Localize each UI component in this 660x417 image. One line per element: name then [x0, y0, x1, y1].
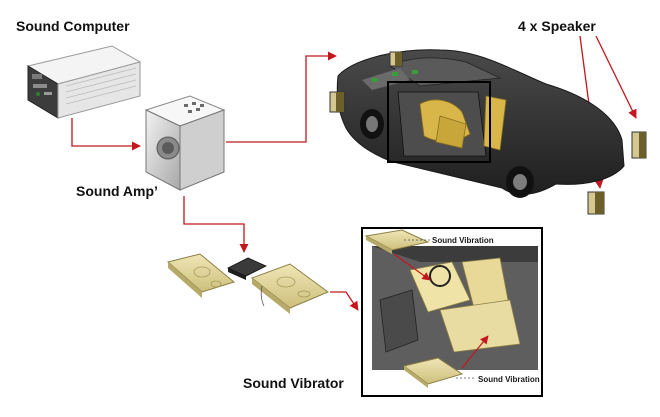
- sound-vibration-callout-bottom: Sound Vibration: [478, 375, 540, 384]
- sound-vibrator-label: Sound Vibrator: [243, 375, 344, 391]
- vibrator-pad-right: [250, 263, 330, 314]
- speaker-front-bottom: [587, 191, 605, 215]
- arrow-vibrator-to-inset: [330, 291, 359, 311]
- speaker-front-top: [389, 51, 403, 67]
- sound-amp-device: [144, 95, 226, 191]
- arrow-amp-to-car: [226, 51, 337, 143]
- arrow-computer-to-amp: [71, 118, 141, 151]
- vibrator-pad-left: [166, 253, 236, 298]
- car-illustration: [336, 49, 625, 198]
- sound-vibrator-pads: [166, 253, 330, 314]
- arrow-amp-to-vibrator: [183, 196, 249, 253]
- speakers: [329, 51, 647, 215]
- sound-vibration-callout-top: Sound Vibration: [432, 236, 494, 245]
- sound-computer-label: Sound Computer: [16, 18, 130, 34]
- speakers-label: 4 x Speaker: [518, 18, 596, 34]
- arrow-speaker-rear: [595, 35, 637, 119]
- vibrator-controller: [227, 257, 267, 280]
- sound-amp-label: Sound Amp’: [76, 183, 158, 199]
- speaker-rear-left: [329, 91, 345, 113]
- speaker-rear-right: [631, 131, 647, 159]
- vibration-inset: [361, 227, 543, 397]
- sound-computer-device: [26, 45, 142, 119]
